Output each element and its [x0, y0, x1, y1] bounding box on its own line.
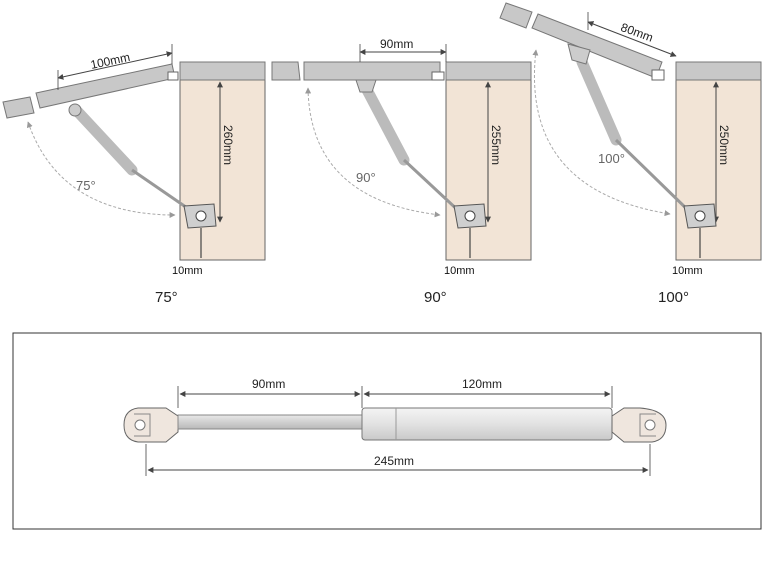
angle-arc — [532, 49, 671, 217]
strut-top-mount — [355, 79, 377, 93]
panel-caption: 100° — [658, 289, 689, 306]
lid-panel — [303, 61, 441, 81]
panel-90: 90mm 255mm 90° 10mm 90° — [271, 37, 532, 306]
height-dimension-label: 260mm — [221, 125, 235, 165]
height-dimension-label: 250mm — [717, 125, 731, 165]
offset-label: 10mm — [444, 265, 475, 277]
lid-dimension-label: 90mm — [380, 37, 413, 51]
piston-rod — [177, 414, 365, 430]
lid-tip — [499, 2, 533, 29]
angle-arc — [305, 87, 441, 218]
right-end-fitting — [611, 407, 667, 443]
strut-cylinder — [576, 56, 622, 146]
angle-arc — [26, 121, 176, 218]
offset-label: 10mm — [172, 265, 203, 277]
cabinet-top — [675, 61, 762, 81]
strut-detail: 90mm 120mm 245mm — [12, 332, 762, 530]
hinge — [431, 71, 445, 81]
strut-top-pivot — [68, 103, 82, 117]
cylinder-length-label: 120mm — [462, 377, 502, 391]
total-length-label: 245mm — [374, 454, 414, 468]
rod-length-label: 90mm — [252, 377, 285, 391]
angle-label: 75° — [76, 178, 96, 193]
offset-label: 10mm — [672, 265, 703, 277]
hinge — [651, 69, 665, 81]
panel-75: 100mm 260mm 75° 10mm 75° — [2, 44, 266, 306]
lid-tip — [271, 61, 301, 81]
angle-label: 90° — [356, 170, 376, 185]
strut-cylinder — [72, 106, 138, 176]
panel-caption: 75° — [155, 289, 178, 306]
lid-panel — [35, 63, 176, 109]
lid-dimension-label: 100mm — [89, 50, 131, 72]
left-end-fitting — [123, 407, 179, 443]
angle-label: 100° — [598, 151, 625, 166]
cabinet-side — [675, 79, 762, 261]
cabinet-top — [445, 61, 532, 81]
cylinder-body — [361, 407, 613, 441]
panel-100: 80mm 250mm 100° 10mm 100° — [499, 2, 762, 306]
cabinet-side — [179, 79, 266, 261]
strut-cylinder — [360, 82, 410, 166]
cabinet-top — [179, 61, 266, 81]
height-dimension-label: 255mm — [489, 125, 503, 165]
lid-dim-line — [57, 51, 173, 80]
panel-caption: 90° — [424, 289, 447, 306]
hinge — [167, 71, 179, 81]
lid-tip — [2, 96, 35, 119]
lid-panel — [531, 13, 663, 79]
